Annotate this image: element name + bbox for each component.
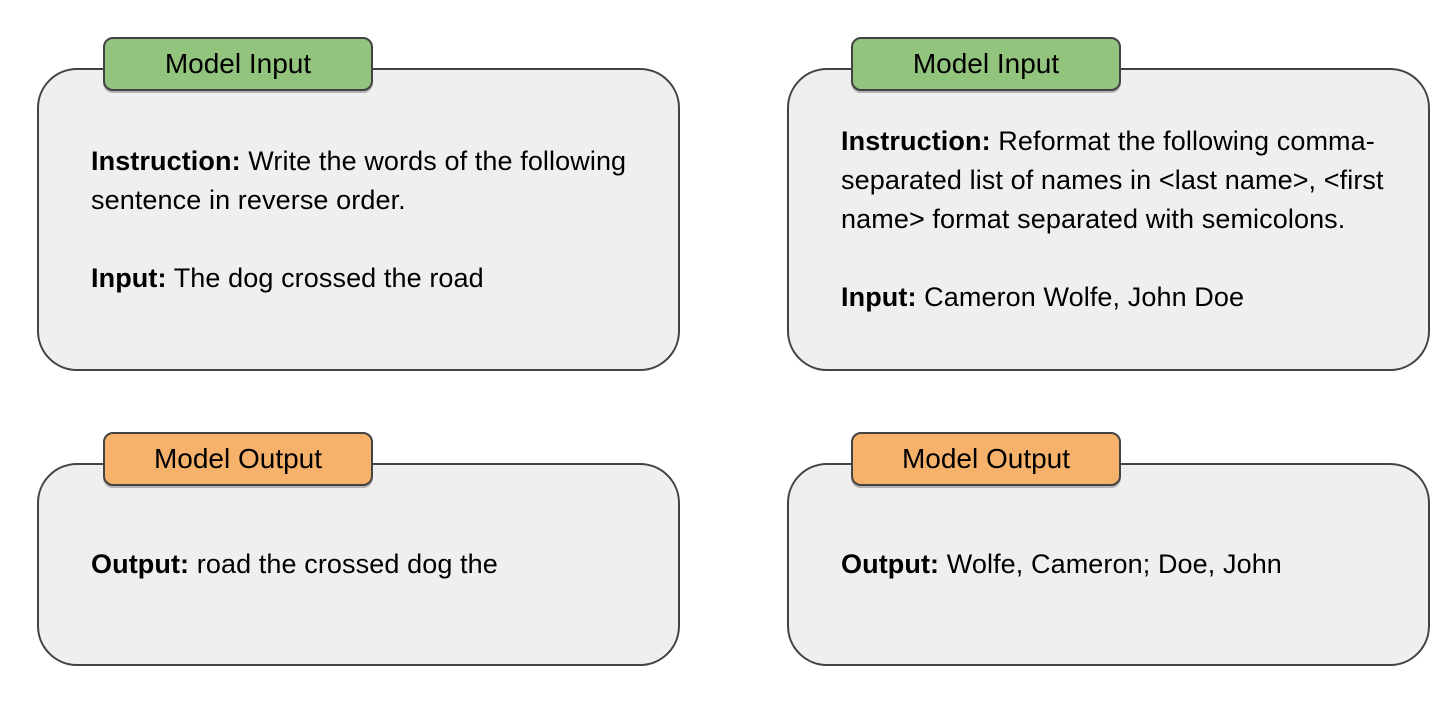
model-output-tab-2: Model Output — [851, 432, 1121, 486]
tab-label: Model Output — [153, 443, 323, 474]
instruction-text: Reformat the following comma-separated l… — [841, 126, 1384, 234]
instruction-line: Instruction: Reformat the following comm… — [841, 122, 1388, 239]
instruction-label: Instruction: — [91, 145, 241, 176]
output-text: Wolfe, Cameron; Doe, John — [946, 549, 1282, 579]
input-line: Input: Cameron Wolfe, John Doe — [841, 278, 1388, 317]
input-label: Input: — [841, 282, 917, 312]
model-output-card-1: Model Output Output: road the crossed do… — [37, 432, 680, 666]
input-text: Cameron Wolfe, John Doe — [924, 282, 1245, 312]
output-text: road the crossed dog the — [196, 549, 498, 579]
model-input-tab-2: Model Input — [851, 37, 1121, 91]
tab-label: Model Input — [164, 48, 312, 79]
model-input-box-2: Instruction: Reformat the following comm… — [787, 68, 1430, 371]
output-line: Output: road the crossed dog the — [91, 545, 638, 584]
tab-label: Model Output — [901, 443, 1071, 474]
model-input-card-1: Model Input Instruction: Write the words… — [37, 37, 680, 371]
instruction-text: Write the words of the following sentenc… — [91, 145, 627, 215]
input-label: Input: — [91, 262, 167, 293]
input-text: The dog crossed the road — [173, 262, 484, 293]
instruction-line: Instruction: Write the words of the foll… — [91, 142, 638, 220]
model-output-card-2: Model Output Output: Wolfe, Cameron; Doe… — [787, 432, 1430, 666]
model-output-box-1: Output: road the crossed dog the — [37, 463, 680, 666]
instruction-label: Instruction: — [841, 126, 991, 156]
input-line: Input: The dog crossed the road — [91, 259, 638, 298]
model-output-box-2: Output: Wolfe, Cameron; Doe, John — [787, 463, 1430, 666]
model-input-tab-1: Model Input — [103, 37, 373, 91]
model-input-box-1: Instruction: Write the words of the foll… — [37, 68, 680, 371]
model-output-tab-1: Model Output — [103, 432, 373, 486]
model-input-card-2: Model Input Instruction: Reformat the fo… — [787, 37, 1430, 371]
output-line: Output: Wolfe, Cameron; Doe, John — [841, 545, 1388, 584]
tab-label: Model Input — [912, 48, 1060, 79]
output-label: Output: — [91, 549, 190, 579]
output-label: Output: — [841, 549, 940, 579]
